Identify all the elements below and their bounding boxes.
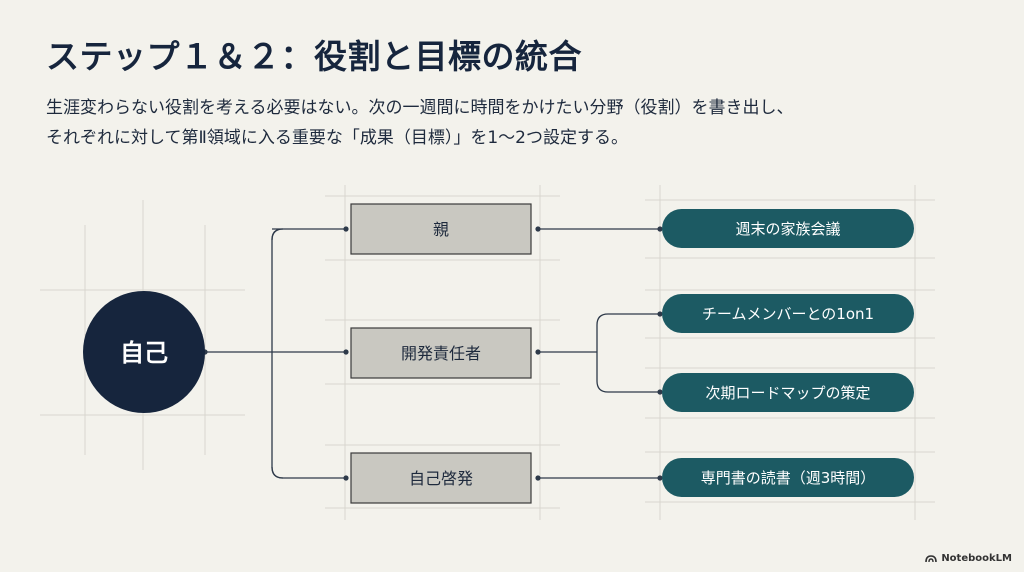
goal-pill-roadmap: 次期ロードマップの策定	[662, 373, 914, 412]
goal-pill-one-on-one: チームメンバーとの1on1	[662, 294, 914, 333]
role-label-parent: 親	[433, 220, 449, 239]
connectors	[205, 228, 660, 479]
goal-label-reading: 専門書の読書（週3時間）	[701, 469, 876, 487]
notebooklm-brand: NotebookLM	[925, 553, 1012, 564]
role-box-parent: 親	[350, 203, 532, 255]
connector-trunk-vertical	[271, 228, 284, 479]
self-node-label: 自己	[120, 339, 168, 367]
role-label-dev-lead: 開発責任者	[401, 344, 481, 363]
notebooklm-logo-icon	[925, 554, 938, 563]
connector-to-role-parent	[271, 228, 346, 241]
brand-name: NotebookLM	[941, 553, 1012, 564]
connector-dots	[202, 226, 663, 481]
connector-dev-goal-1	[596, 313, 660, 352]
role-label-self-development: 自己啓発	[409, 469, 473, 488]
guide-grid	[40, 185, 935, 520]
goal-label-roadmap: 次期ロードマップの策定	[705, 384, 870, 402]
role-box-dev-lead: 開発責任者	[350, 327, 532, 379]
role-box-self-development: 自己啓発	[350, 452, 532, 504]
goal-label-one-on-one: チームメンバーとの1on1	[702, 305, 874, 323]
page-title: ステップ１＆２：役割と目標の統合	[46, 37, 582, 76]
connector-to-role-self	[271, 466, 346, 479]
connector-dev-goal-2	[596, 352, 660, 393]
goal-pill-family-meeting: 週末の家族会議	[662, 209, 914, 248]
description-line-2: それぞれに対して第Ⅱ領域に入る重要な「成果（目標）」を1〜2つ設定する。	[46, 128, 628, 148]
self-node: 自己	[83, 291, 205, 413]
goal-label-family-meeting: 週末の家族会議	[735, 220, 840, 238]
description-line-1: 生涯変わらない役割を考える必要はない。次の一週間に時間をかけたい分野（役割）を書…	[46, 98, 794, 118]
goal-pill-reading: 専門書の読書（週3時間）	[662, 458, 914, 497]
